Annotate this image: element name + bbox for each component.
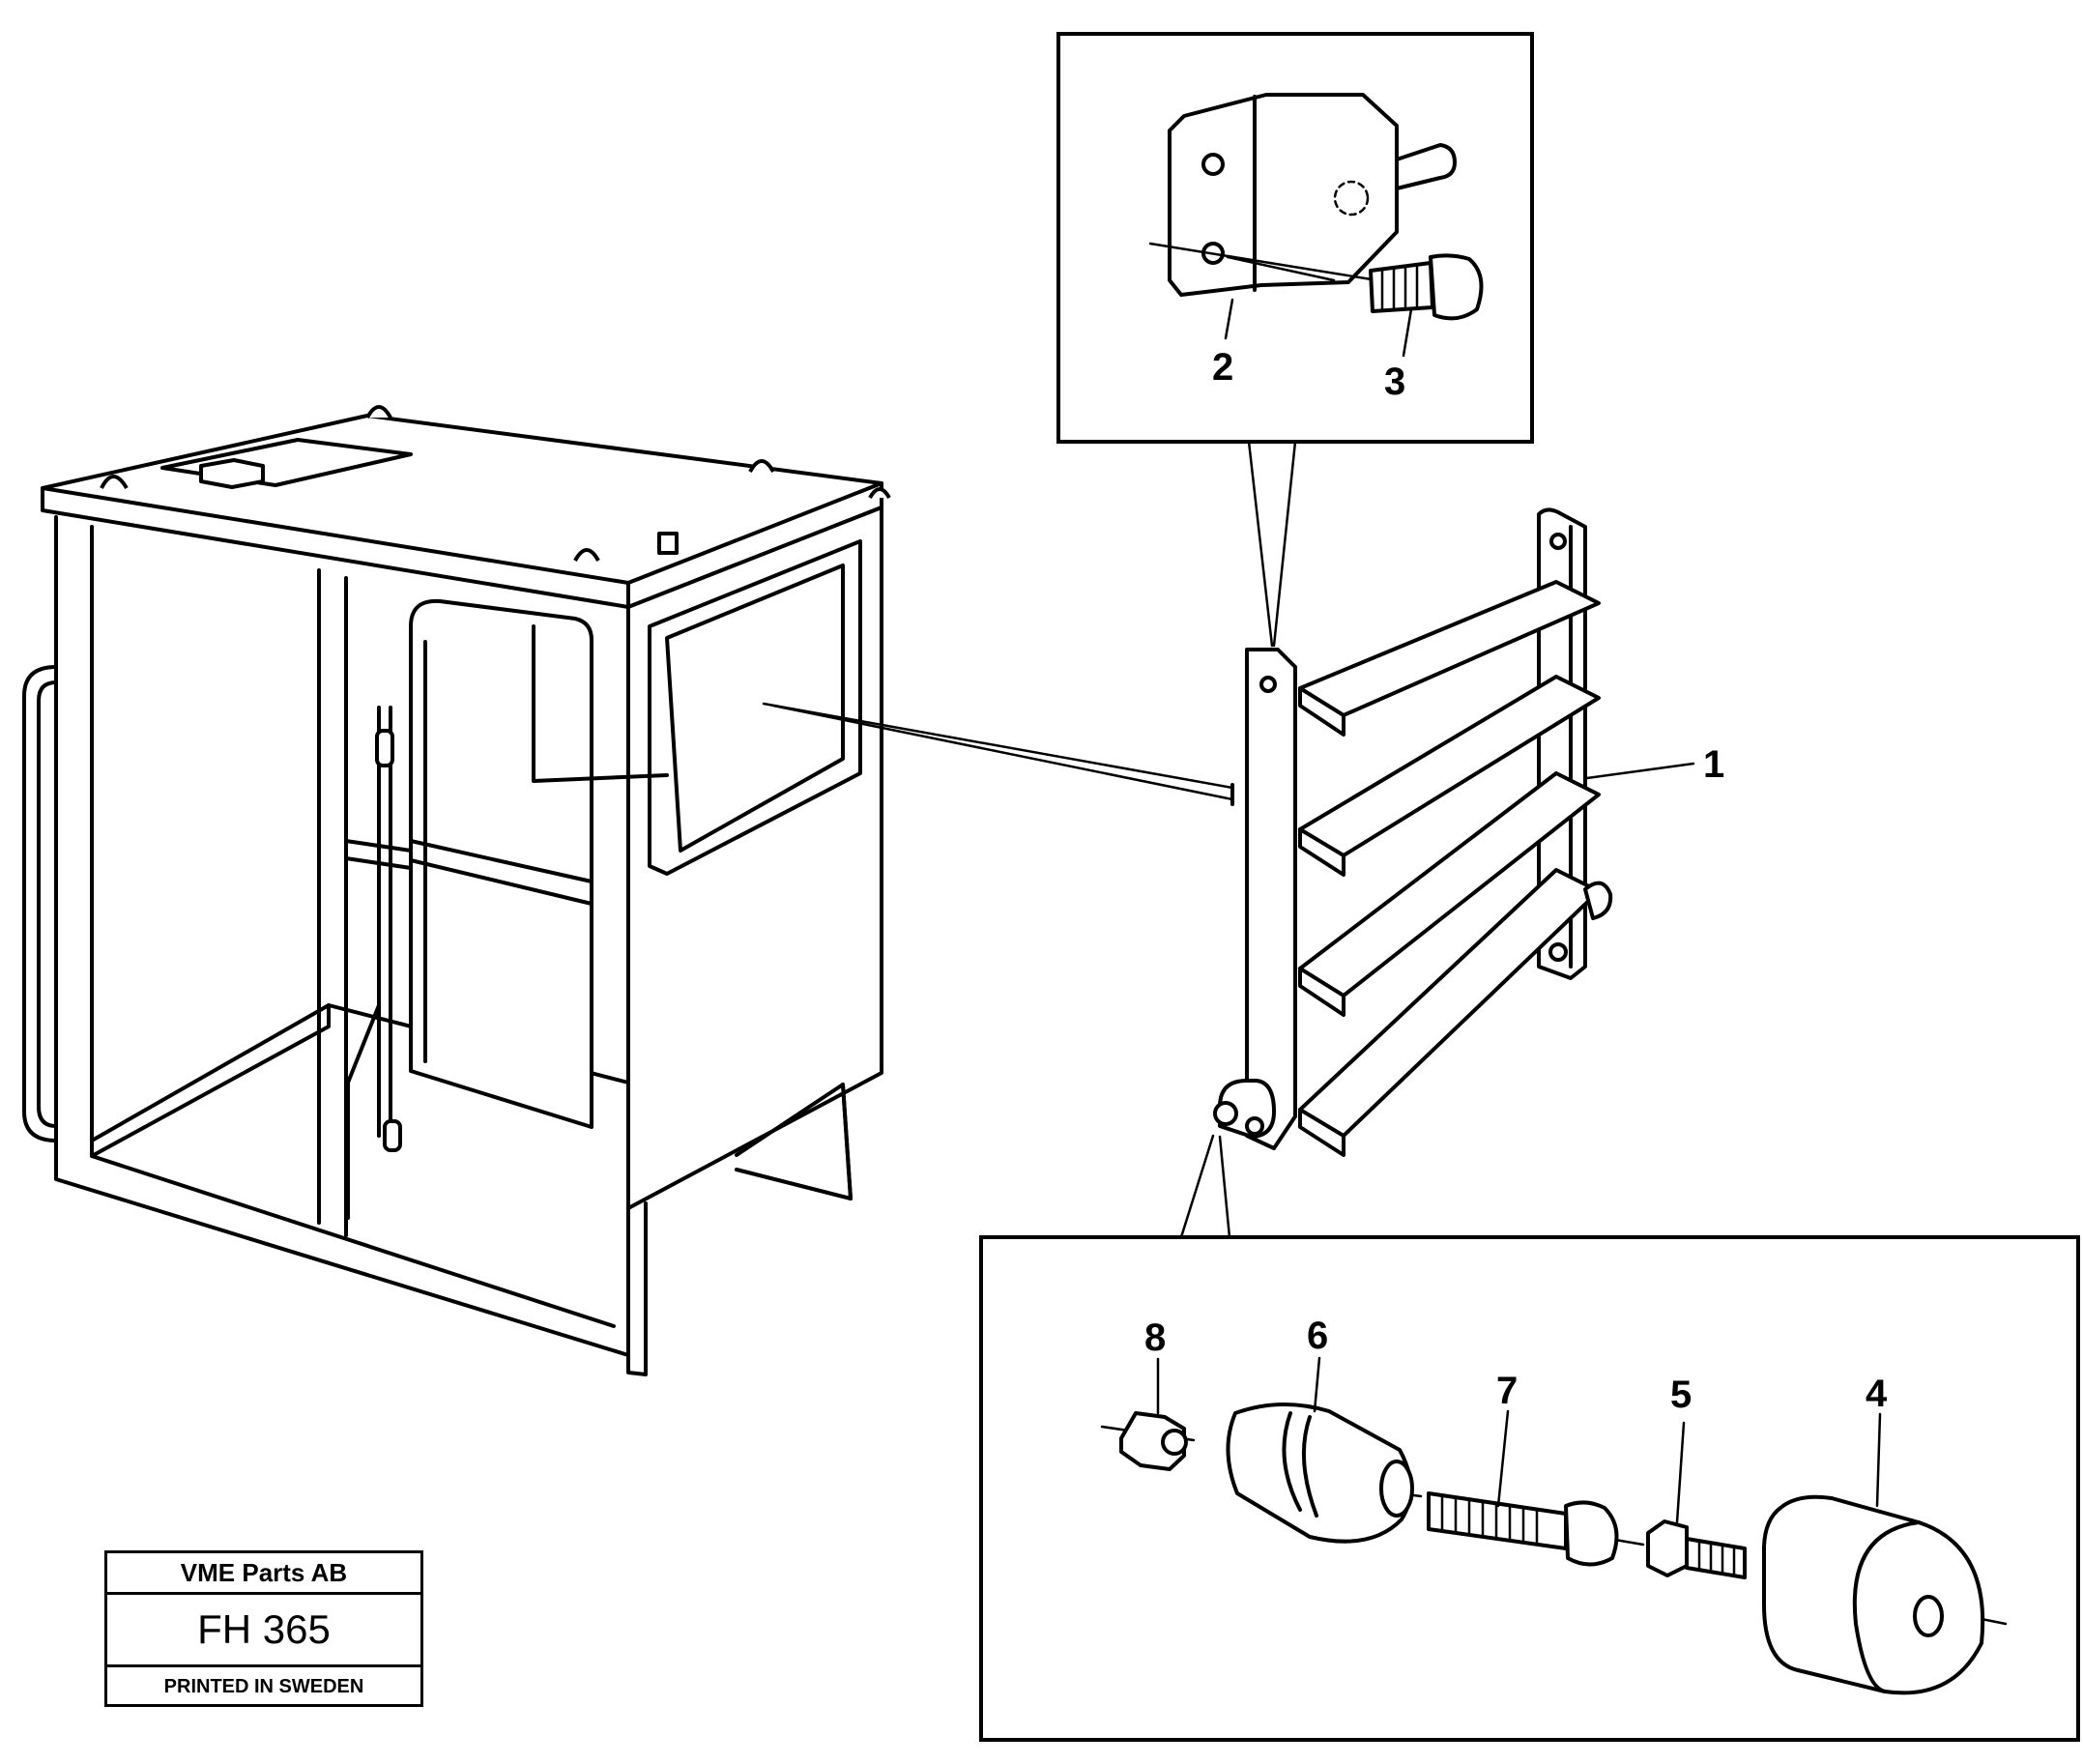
callout-2: 2	[1212, 346, 1233, 389]
title-block-company: VME Parts AB	[107, 1553, 420, 1595]
callout-8: 8	[1144, 1316, 1166, 1359]
title-block-printed: PRINTED IN SWEDEN	[163, 1676, 364, 1697]
callout-1: 1	[1703, 743, 1724, 786]
detail-box-mount	[979, 1134, 2080, 1742]
callout-4: 4	[1866, 1373, 1888, 1415]
title-block-code: FH 365	[107, 1595, 420, 1667]
callout-5: 5	[1670, 1374, 1692, 1416]
callout-7: 7	[1496, 1370, 1518, 1412]
cab-drawing	[22, 405, 1234, 1376]
title-block: VME Parts AB FH 365 PRINTED IN SWEDEN	[104, 1550, 423, 1707]
callout-6: 6	[1307, 1315, 1328, 1357]
detail-box-bracket	[1056, 32, 1534, 648]
callout-3: 3	[1384, 361, 1405, 403]
louvre-drawing	[1213, 507, 1695, 1157]
